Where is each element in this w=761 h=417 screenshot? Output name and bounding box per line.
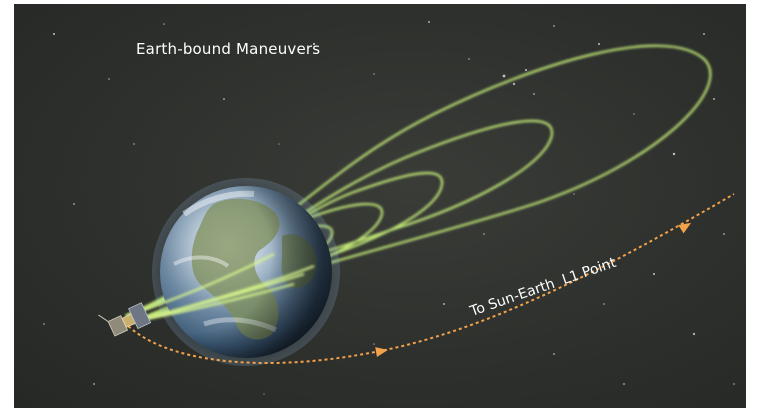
diagram-canvas: Earth-bound Maneuvers To Sun-Earth L1 Po… [43, 21, 735, 395]
earth [152, 178, 340, 366]
star-field [43, 21, 735, 395]
trajectory-label: To Sun-Earth L1 Point [467, 255, 619, 321]
trajectory-arrow-2 [678, 222, 692, 234]
diagram-title: Earth-bound Maneuvers [136, 40, 320, 58]
spacecraft [98, 302, 152, 337]
space-scene: Earth-bound Maneuvers To Sun-Earth L1 Po… [14, 4, 746, 408]
trajectory-arrow-1 [375, 347, 388, 357]
transfer-trajectory [123, 193, 735, 364]
